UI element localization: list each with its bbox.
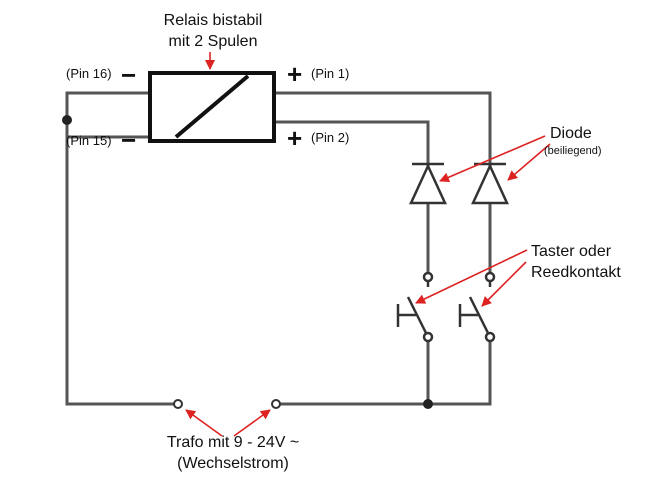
pin2-label: (Pin 2): [311, 130, 349, 145]
pin16-minus-sign: −: [121, 60, 136, 90]
terminal-left: [173, 399, 183, 409]
relay-title-line2: mit 2 Spulen: [169, 33, 258, 50]
pin15-minus-sign: −: [121, 125, 136, 155]
relay-title-line1: Relais bistabil: [164, 12, 263, 29]
supply-label-line1: Trafo mit 9 - 24V ~: [167, 434, 299, 451]
wire-left-main: [65, 118, 179, 406]
supply-label-line2: (Wechselstrom): [177, 455, 289, 472]
arrow-switch-right: [481, 261, 527, 307]
switch-symbol-left: [396, 271, 434, 343]
arrow-supply-right: [233, 409, 271, 437]
wire-left-upper: [65, 91, 152, 122]
pin2-plus-sign: +: [287, 123, 302, 153]
relay-symbol: [148, 71, 276, 143]
pin1-label: (Pin 1): [311, 66, 349, 81]
wire-bottom-right: [274, 336, 492, 406]
diode-symbol-right: [471, 162, 509, 205]
arrow-supply-left: [185, 409, 223, 437]
arrow-diode-left: [439, 135, 546, 183]
diode-label: Diode: [550, 125, 592, 142]
wires: [65, 91, 492, 406]
terminal-right: [271, 399, 281, 409]
pin16-label: (Pin 16): [66, 66, 112, 81]
switch-label-line2: Reedkontakt: [531, 264, 621, 281]
junction-dot-bottom: [423, 399, 433, 409]
switch-label-line1: Taster oder: [531, 243, 612, 260]
arrow-switch-left: [415, 249, 528, 304]
junction-dot-left: [62, 115, 72, 125]
arrow-diode-right: [507, 143, 551, 181]
switch-symbol-right: [458, 271, 496, 343]
wire-top-right: [272, 91, 492, 274]
wire-pin2-branch: [272, 120, 430, 274]
pin1-plus-sign: +: [287, 59, 302, 89]
diode-symbol-left: [409, 162, 447, 205]
diode-sublabel: (beiliegend): [544, 145, 601, 157]
pin15-label: (Pin 15): [66, 133, 112, 148]
annotation-arrows: [185, 52, 551, 437]
